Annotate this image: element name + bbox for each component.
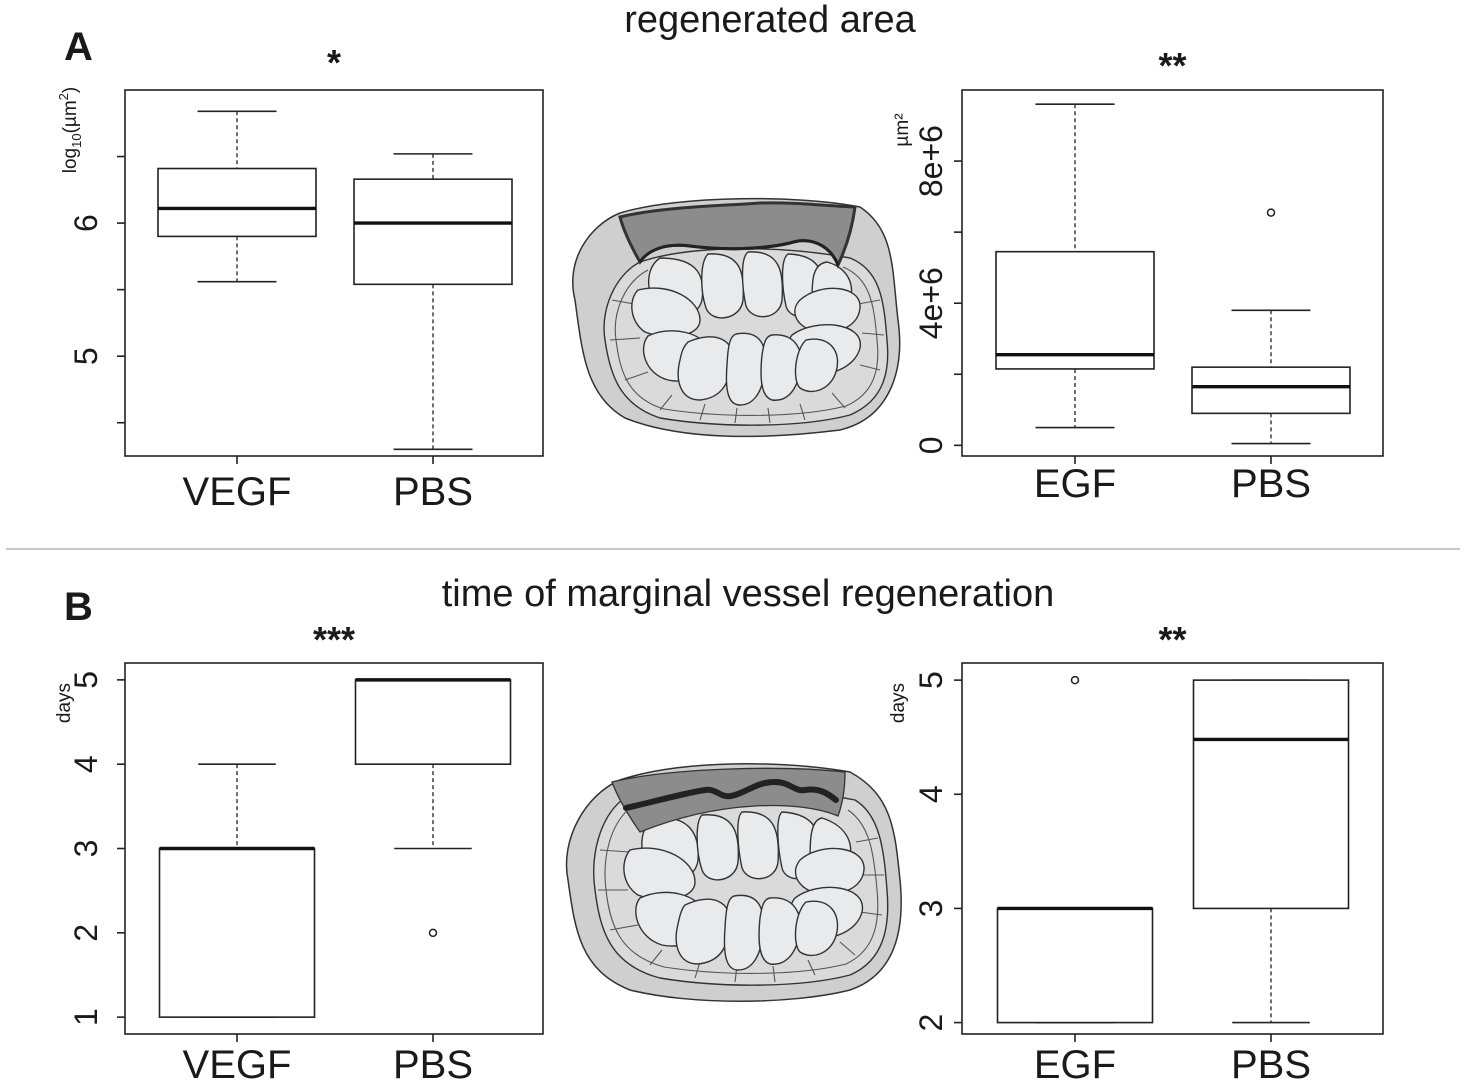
radial-vessels [598,837,884,983]
marginal-vessel-ring [614,266,879,416]
panel-b-letter: B [64,585,93,629]
x-tick-label: PBS [393,1043,473,1087]
box-vegf [158,847,316,1018]
panel-b-title: time of marginal vessel regeneration [442,573,1055,615]
chart-a-vegf-vs-pbs: * 5 6 log10(µm2) VEGF PBS [56,42,544,514]
y-axis-label: log10(µm2) [56,87,84,174]
marginal-vessel-ring [604,807,879,974]
x-tick-label: VEGF [183,1043,292,1087]
cranial-wound-embryo-schematic [572,197,901,438]
plot-frame [961,662,1384,1035]
regenerated-marginal-vessel [623,778,839,811]
plot-frame [124,89,544,457]
box-pbs [1192,679,1350,910]
box-egf [996,907,1154,1024]
outlier-point [1266,208,1276,217]
x-tick-label: VEGF [183,470,292,514]
x-tick-label: EGF [1034,462,1116,506]
y-tick-label: 4 [913,785,949,803]
somites [631,251,861,406]
y-tick-label: 8e+6 [913,125,949,197]
significance-marker: * [327,42,341,83]
y-tick-label: 1 [68,1008,104,1026]
y-axis-label: days [888,683,909,723]
marginal-vessel-embryo-schematic [565,763,902,1002]
significance-marker: *** [313,619,355,660]
outlier-point [1070,675,1080,685]
panel-a-letter: A [64,25,93,69]
y-axis-label: µm² [892,113,913,146]
significance-marker: ** [1158,619,1186,660]
y-tick-label: 3 [913,900,949,918]
x-tick-label: PBS [1231,462,1311,506]
somites [623,811,865,971]
y-tick-label: 0 [913,436,949,454]
plot-frame [961,89,1384,457]
box-vegf [157,167,317,238]
panel-a-title: regenerated area [624,0,916,41]
y-tick-label: 4e+6 [913,267,949,339]
y-tick-label: 2 [913,1014,949,1032]
y-tick-label: 6 [68,214,104,232]
x-tick-label: PBS [393,470,473,514]
x-tick-label: EGF [1034,1043,1116,1087]
box-egf [995,250,1155,370]
y-tick-label: 4 [68,755,104,773]
wound-edge [638,239,840,266]
x-tick-label: PBS [1231,1043,1311,1087]
y-tick-label: 5 [68,347,104,365]
y-axis-label: days [54,683,75,723]
outlier-point [428,928,438,938]
y-tick-label: 5 [68,671,104,689]
y-tick-label: 3 [68,840,104,858]
box-pbs [354,679,512,765]
box-pbs [1191,366,1351,415]
y-tick-label: 5 [913,671,949,689]
y-tick-label: 2 [68,924,104,942]
significance-marker: ** [1158,45,1186,86]
box-pbs [353,178,513,286]
